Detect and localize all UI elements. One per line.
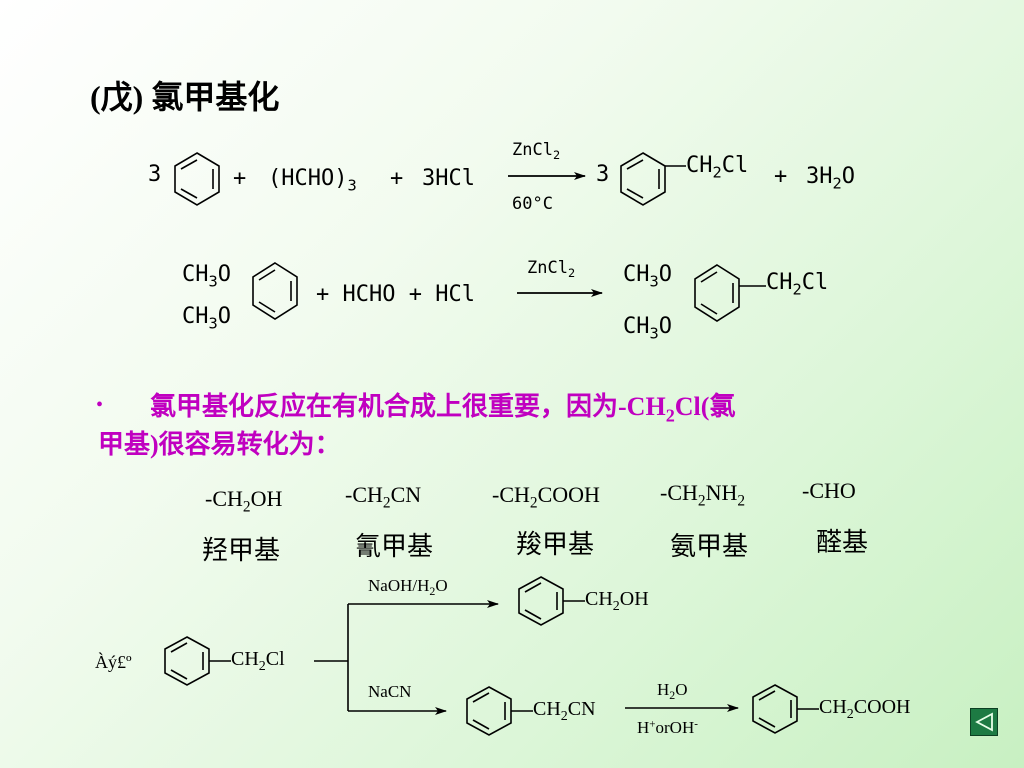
scheme-start-group: CH2Cl	[231, 648, 285, 674]
group-formula-aldehyde: -CHO	[802, 478, 856, 503]
r2-product-benzene-ring	[694, 264, 740, 322]
back-triangle-icon	[975, 712, 993, 732]
group-formula-aminomethyl: -CH2NH2	[660, 480, 746, 510]
r2-product-methoxy-top: CH3O	[623, 262, 673, 291]
r2-catalyst: ZnCl2	[527, 258, 576, 281]
scheme-hydrolysis-condition: H+orOH-	[637, 718, 698, 737]
r1-coefficient: 3	[148, 162, 162, 187]
scheme-upper-benzene-ring	[518, 576, 564, 626]
scheme-start-benzene-ring	[164, 636, 210, 686]
bullet-line-1: 氯甲基化反应在有机合成上很重要，因为-CH2Cl(氯	[150, 392, 736, 426]
group-formula-hydroxymethyl: -CH2OH	[205, 486, 283, 516]
r2-product-group: CH2Cl	[766, 270, 829, 299]
r1-plus-3: +	[774, 164, 788, 189]
r2-product-methoxy-bottom: CH3O	[623, 314, 673, 343]
group-name-aldehyde: 醛基	[816, 528, 869, 557]
r1-product-group: CH2Cl	[686, 153, 749, 182]
group-name-hydroxymethyl: 羟甲基	[202, 536, 281, 565]
r2-methoxy-top: CH3O	[182, 262, 232, 291]
r2-methoxy-bottom: CH3O	[182, 304, 232, 333]
slide-title: (戊) 氯甲基化	[90, 79, 280, 115]
scheme-final-benzene-ring	[752, 684, 798, 734]
r1-reagent-hcl: 3HCl	[422, 166, 475, 191]
r1-byproduct-water: 3H2O	[806, 164, 856, 193]
r1-product-coefficient: 3	[596, 162, 610, 187]
scheme-final-product-group: CH2COOH	[819, 696, 911, 722]
r1-plus-2: +	[390, 166, 404, 191]
scheme-lower-reagent: NaCN	[368, 682, 412, 701]
nav-back-button[interactable]	[970, 708, 998, 736]
r1-plus-1: +	[233, 166, 247, 191]
example-label: Àý£º	[95, 652, 132, 672]
r1-benzene-ring	[174, 152, 220, 206]
r2-reagents: + HCHO + HCl	[316, 282, 475, 307]
bullet-symbol: •	[96, 394, 104, 416]
r1-temperature: 60°C	[512, 194, 553, 214]
group-name-carboxymethyl: 羧甲基	[516, 530, 595, 559]
group-formula-cyanomethyl: -CH2CN	[345, 482, 422, 512]
group-formula-carboxymethyl: -CH2COOH	[492, 482, 600, 512]
group-name-aminomethyl: 氨甲基	[670, 532, 749, 561]
group-name-cyanomethyl: 氰甲基	[355, 532, 434, 561]
scheme-lower-benzene-ring	[466, 686, 512, 736]
scheme-upper-product-group: CH2OH	[585, 588, 649, 614]
scheme-hydrolysis-reagent: H2O	[657, 680, 688, 703]
scheme-upper-reagent: NaOH/H2O	[368, 576, 448, 599]
bullet-line-2: 甲基)很容易转化为：	[98, 430, 341, 459]
r1-reagent-paraformaldehyde: (HCHO)3	[268, 166, 357, 195]
scheme-lower-product-group: CH2CN	[533, 698, 596, 724]
r1-catalyst: ZnCl2	[512, 140, 561, 163]
r2-benzene-ring	[252, 262, 298, 320]
